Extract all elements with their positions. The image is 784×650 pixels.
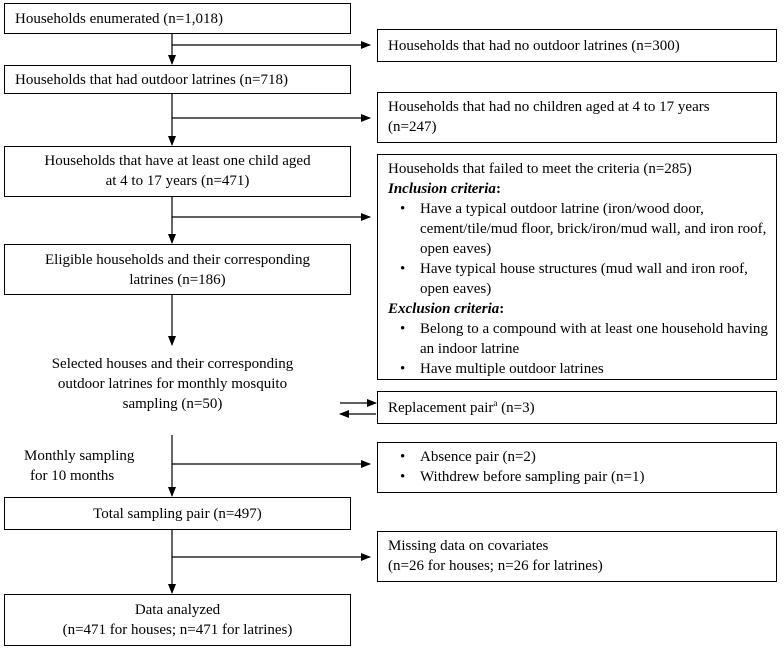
box-data-analyzed: Data analyzed (n=471 for houses; n=471 f… — [4, 594, 351, 646]
analyzed-label-line1: Data analyzed — [134, 602, 221, 618]
box-absence-withdrew: Absence pair (n=2) Withdrew before sampl… — [377, 442, 777, 493]
absence-list: Absence pair (n=2) Withdrew before sampl… — [388, 447, 776, 487]
box-outdoor-latrines: Households that had outdoor latrines (n=… — [4, 65, 351, 94]
absence-item: Withdrew before sampling pair (n=1) — [388, 467, 776, 487]
selected-label-line3: sampling (n=50) — [122, 396, 223, 412]
replacement-count: (n=3) — [497, 400, 535, 416]
box-eligible-households: Eligible households and their correspond… — [4, 244, 351, 295]
replacement-footnote-mark: a — [493, 398, 498, 408]
inclusion-label: Inclusion criteria — [388, 181, 496, 197]
text-selected-houses: Selected houses and their corresponding … — [0, 354, 345, 414]
inclusion-item: Have typical house structures (mud wall … — [388, 259, 770, 299]
child-label-line1: Households that have at least one child … — [44, 153, 311, 169]
replacement-label: Replacement pair — [388, 400, 494, 416]
exclusion-list: Belong to a compound with at least one h… — [388, 319, 770, 379]
absence-item: Absence pair (n=2) — [388, 447, 776, 467]
box-households-enumerated: Households enumerated (n=1,018) — [4, 3, 351, 34]
exclusion-item: Have multiple outdoor latrines — [388, 359, 770, 379]
missing-line2: (n=26 for houses; n=26 for latrines) — [388, 558, 603, 574]
box-no-outdoor-latrines: Households that had no outdoor latrines … — [377, 29, 777, 62]
box-no-children: Households that had no children aged at … — [377, 92, 777, 143]
enumerated-label: Households enumerated (n=1,018) — [15, 11, 223, 27]
child-label-line2: at 4 to 17 years (n=471) — [105, 173, 250, 189]
box-replacement-pair: Replacement paira (n=3) — [377, 391, 777, 424]
selected-label-line1: Selected houses and their corresponding — [51, 356, 294, 372]
selected-label-line2: outdoor latrines for monthly mosquito — [57, 376, 288, 392]
box-failed-criteria: Households that failed to meet the crite… — [377, 154, 777, 380]
eligible-label-line1: Eligible households and their correspond… — [45, 252, 310, 268]
inclusion-item: Have a typical outdoor latrine (iron/woo… — [388, 199, 770, 259]
box-child-aged: Households that have at least one child … — [4, 146, 351, 197]
failed-title: Households that failed to meet the crite… — [388, 161, 692, 177]
outdoor-label: Households that had outdoor latrines (n=… — [15, 72, 288, 88]
inclusion-list: Have a typical outdoor latrine (iron/woo… — [388, 199, 770, 299]
no-children-line1: Households that had no children aged at … — [388, 99, 710, 115]
box-missing-covariates: Missing data on covariates (n=26 for hou… — [377, 531, 777, 582]
exclusion-label: Exclusion criteria — [388, 301, 500, 317]
missing-line1: Missing data on covariates — [388, 538, 549, 554]
exclusion-heading: Exclusion criteria: — [388, 301, 505, 317]
text-monthly-sampling: Monthly sampling for 10 months — [24, 446, 164, 486]
eligible-label-line2: latrines (n=186) — [129, 272, 226, 288]
monthly-label-line2: for 10 months — [30, 468, 115, 484]
no-outdoor-label: Households that had no outdoor latrines … — [388, 38, 680, 54]
monthly-label-line1: Monthly sampling — [24, 448, 135, 464]
inclusion-heading: Inclusion criteria: — [388, 181, 501, 197]
total-label: Total sampling pair (n=497) — [93, 506, 262, 522]
no-children-line2: (n=247) — [388, 119, 437, 135]
exclusion-item: Belong to a compound with at least one h… — [388, 319, 770, 359]
analyzed-label-line2: (n=471 for houses; n=471 for latrines) — [62, 622, 293, 638]
box-total-sampling: Total sampling pair (n=497) — [4, 497, 351, 530]
